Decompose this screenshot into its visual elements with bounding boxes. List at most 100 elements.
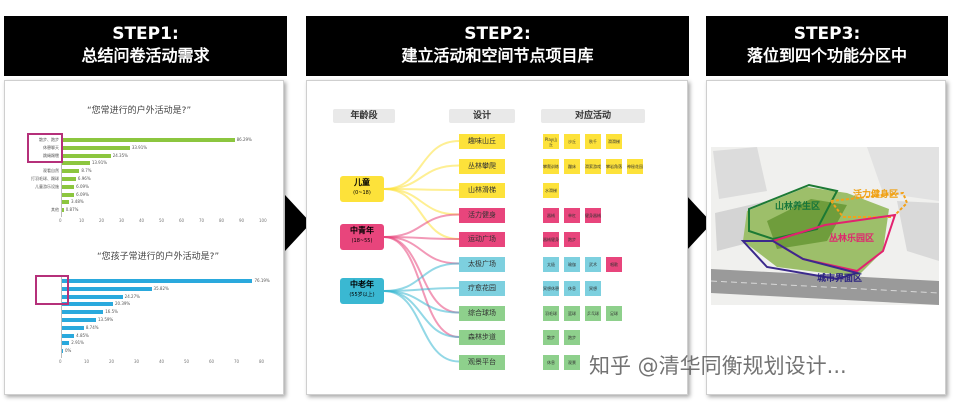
bar [62,310,104,315]
x-tick-label: 50 [159,218,165,223]
step3-title: STEP3: [793,24,861,44]
activity-node: 武术 [585,256,601,272]
x-tick-label: 70 [234,359,240,364]
bar [62,294,123,299]
category-label: 散步、跑步 [39,137,59,142]
category-label: 跳绳踢毽 [43,152,59,158]
bar [62,349,63,354]
bar-value-label: 35.82% [153,285,169,291]
activity-node: 单杠 [564,207,580,223]
column-header-activity: 对应活动 [541,109,645,123]
survey-chart-children: “您孩子常进行的户外活动是?” 76.19%35.82%24.27%20.39%… [5,241,283,391]
bar [62,153,111,158]
bar-value-label: 0.87% [65,207,79,213]
bar [62,333,75,338]
activity-node: 沙丘 [564,134,580,149]
bar [62,318,96,322]
x-tick-label: 20 [109,359,115,364]
bar-value-label: 13.59% [97,317,114,322]
bar [62,208,64,213]
step1-subtitle: 总结问卷活动需求 [81,46,210,65]
step2-header: STEP2: 建立活动和空间节点项目库 [306,16,689,76]
activity-node: 滑滑梯 [606,134,622,149]
activity-node: 攀爬训练 [543,158,559,174]
x-tick-label: 10 [79,218,85,223]
x-tick-label: 20 [99,218,105,223]
chart-axis-line [61,135,62,217]
design-node: 综合球场 [459,305,505,321]
connection-line [383,290,460,363]
age-group-name: 中老年 [350,280,374,289]
step1-title: STEP1: [112,24,179,44]
chart-axis-line [61,276,62,358]
zoning-panel: 山林养生区 活力健身区 丛林乐园区 城市界面区 [706,80,946,395]
activity-node: 水滑梯 [543,183,559,198]
connection-lines [383,140,460,363]
activity-node: 散步 [543,330,559,345]
activity-node: 唱歌 [606,256,622,272]
step2-subtitle: 建立活动和空间节点项目库 [401,46,594,65]
activity-node: 瑜伽 [564,256,580,272]
connection-line [383,236,460,338]
connection-line [383,188,460,240]
step3-subtitle: 落位到四个功能分区中 [746,46,907,65]
x-tick-label: 40 [139,218,145,223]
design-node: 活力健身 [459,207,505,223]
bar-value-label: 2.91% [71,340,84,346]
step2-title: STEP2: [464,24,531,44]
x-tick-label: 10 [84,359,90,364]
bar [62,192,75,197]
age-group-name: 儿童 [354,178,370,187]
bar [62,161,90,166]
bar-value-label: 6.09% [76,183,89,189]
watermark: 知乎 @清华同衡规划设计... [589,354,847,378]
bar-value-label: 20.39% [114,301,131,307]
x-tick-label: 0 [59,359,62,364]
zone-label-city-interface: 城市界面区 [817,274,863,284]
bar-value-label: 3.48% [70,199,84,205]
design-node: 趣味山丘 [459,134,505,149]
activity-node: 跑步 [564,232,580,247]
category-label: 打羽毛球、踢球 [31,176,59,181]
x-tick-label: 30 [134,359,140,364]
step3-header: STEP3: 落位到四个功能分区中 [706,16,948,76]
bar [62,302,113,307]
age-group-name: 中青年 [350,226,374,235]
age-group-range: (0~18) [353,190,371,196]
connection-line [383,140,460,190]
category-label: 其他 [51,207,59,213]
bar-value-label: 6.96% [77,176,91,181]
activity-node: 足球 [606,305,622,321]
bar-value-label: 13.91% [91,160,108,166]
activity-node: 器械 [543,207,559,223]
design-node: 山林滑梯 [459,183,505,198]
bar-value-label: 8.7% [81,168,92,174]
step1-header: STEP1: 总结问卷活动需求 [4,16,287,76]
design-node: 森林步道 [459,330,505,345]
column-header-design: 设计 [449,109,515,123]
site-plan-map [710,147,940,305]
design-node: 太极广场 [459,256,505,272]
x-tick-label: 30 [119,218,125,223]
activity-node: 滑索游戏 [585,158,601,174]
activity-node: 跑步 [564,330,580,345]
activity-node: 蹦床 [564,158,580,174]
x-tick-label: 100 [259,218,267,223]
bar-value-label: 0% [65,348,72,354]
bar-value-label: 86.29% [236,137,252,142]
bar [62,286,152,291]
column-header-age: 年龄段 [333,109,395,123]
bar [62,177,76,181]
bar-value-label: 24.27% [124,293,140,299]
activity-node: 攀岩角落 [606,158,622,174]
bar [62,138,235,142]
activity-node: 冥想 [585,281,601,296]
bar [62,325,84,330]
bar [62,200,69,205]
age-group-node: 中老年(55岁以上) [340,278,384,304]
chart-title: “您孩子常进行的户外活动是?” [97,252,220,262]
activity-node: 冥想休憩 [543,281,559,296]
x-tick-label: 40 [159,359,165,364]
